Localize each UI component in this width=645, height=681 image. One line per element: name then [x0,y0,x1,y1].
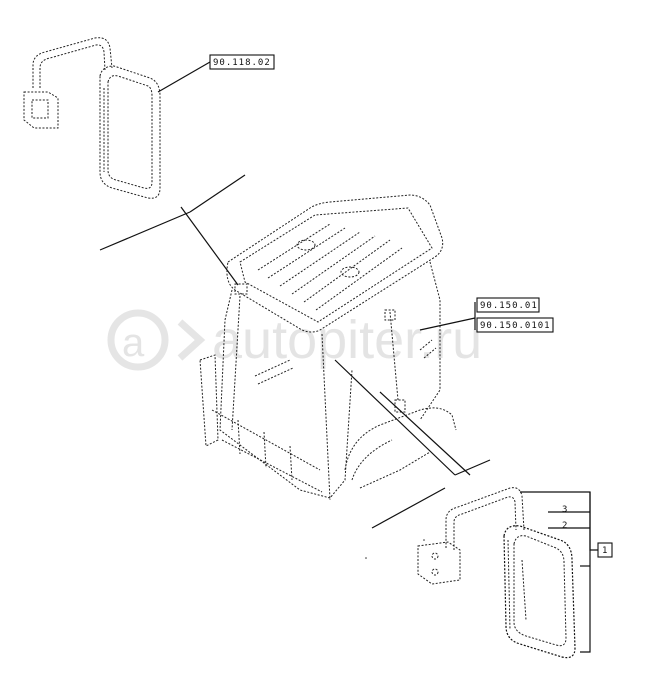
ref-box-cab-2: 90.150.0101 [476,317,554,333]
part-number-1: 1 [602,546,607,556]
ref-box-upper-mirror: 90.118.02 [209,54,275,70]
part-number-leaders [520,491,598,653]
watermark: a autopiter.ru [107,309,482,371]
lower-mirror-assembly [417,487,576,659]
cab-assembly [199,194,457,501]
upper-mirror-assembly [23,37,161,199]
ref-upper-mirror-label: 90.118.02 [213,58,271,68]
ref-box-cab-1: 90.150.01 [476,297,540,313]
part-number-2: 2 [562,521,567,531]
roof-ribs [257,223,403,311]
svg-text:a: a [122,321,145,365]
ref-cab-1-label: 90.150.01 [480,301,538,311]
watermark-text: autopiter.ru [212,310,482,370]
part-number-3: 3 [562,505,567,515]
part-box-1: 1 [597,542,613,558]
ref-cab-2-label: 90.150.0101 [480,321,551,331]
